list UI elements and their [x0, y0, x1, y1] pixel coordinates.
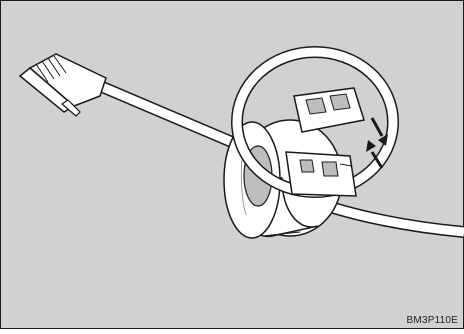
figure-code: BM3P110E: [407, 315, 458, 326]
core-latch: [286, 152, 356, 196]
